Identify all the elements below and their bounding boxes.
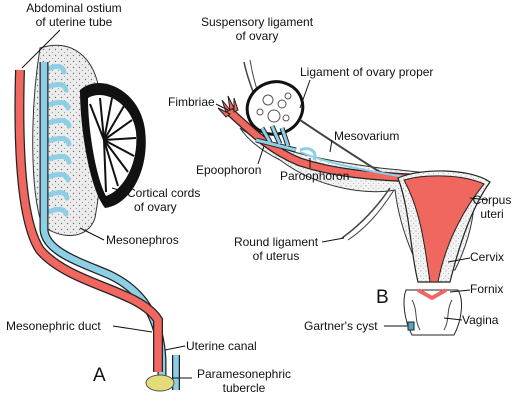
label-cortical-cords-line1: Cortical cords	[127, 186, 201, 200]
label-paroophoron: Paroophoron	[280, 169, 350, 183]
vagina	[403, 289, 462, 336]
round-ligament	[341, 187, 391, 239]
label-fornix: Fornix	[470, 282, 504, 296]
label-cervix: Cervix	[470, 250, 505, 264]
label-round-ligament-line1: Round ligament	[233, 235, 319, 249]
label-uterine-canal: Uterine canal	[186, 339, 257, 353]
leaders-b	[215, 79, 489, 327]
label-abdominal-ostium-line1: Abdominal ostium	[26, 1, 122, 15]
label-cortical-cords-line2: of ovary	[134, 200, 177, 214]
label-suspensory-line2: of ovary	[235, 29, 279, 43]
label-round-ligament-line2: of uterus	[252, 249, 300, 263]
leaders-a	[21, 29, 192, 379]
fimbriae-b	[217, 95, 239, 118]
label-mesovarium: Mesovarium	[334, 129, 400, 143]
panel-a-drawing	[14, 29, 192, 392]
label-mesonephric-duct: Mesonephric duct	[6, 319, 101, 333]
label-fimbriae: Fimbriae	[168, 95, 215, 109]
mesonephric-tubules	[42, 64, 72, 217]
panel-label-b: B	[376, 287, 389, 308]
label-paramesonephric-line1: Paramesonephric	[196, 367, 292, 381]
uterine-cavity	[403, 175, 485, 283]
label-corpus-line1: Corpus	[472, 193, 512, 207]
label-gartners-cyst: Gartner's cyst	[304, 319, 378, 333]
label-corpus-line2: uteri	[480, 207, 504, 221]
label-abdominal-ostium-line2: of uterine tube	[35, 15, 113, 29]
ovarian-follicles	[256, 92, 292, 123]
cortical-cords	[89, 97, 137, 193]
gartners-cyst	[407, 321, 415, 331]
label-mesonephros: Mesonephros	[106, 233, 179, 247]
label-epoophoron: Epoophoron	[196, 163, 262, 177]
label-vagina: Vagina	[462, 313, 499, 327]
label-suspensory-line1: Suspensory ligament	[200, 15, 314, 29]
label-paramesonephric-line2: tubercle	[222, 381, 266, 395]
paramesonephric-tubercle	[145, 374, 175, 392]
panel-label-a: A	[93, 365, 106, 386]
panel-b-drawing	[215, 59, 491, 336]
label-ligament-ovary-proper: Ligament of ovary proper	[300, 65, 434, 79]
